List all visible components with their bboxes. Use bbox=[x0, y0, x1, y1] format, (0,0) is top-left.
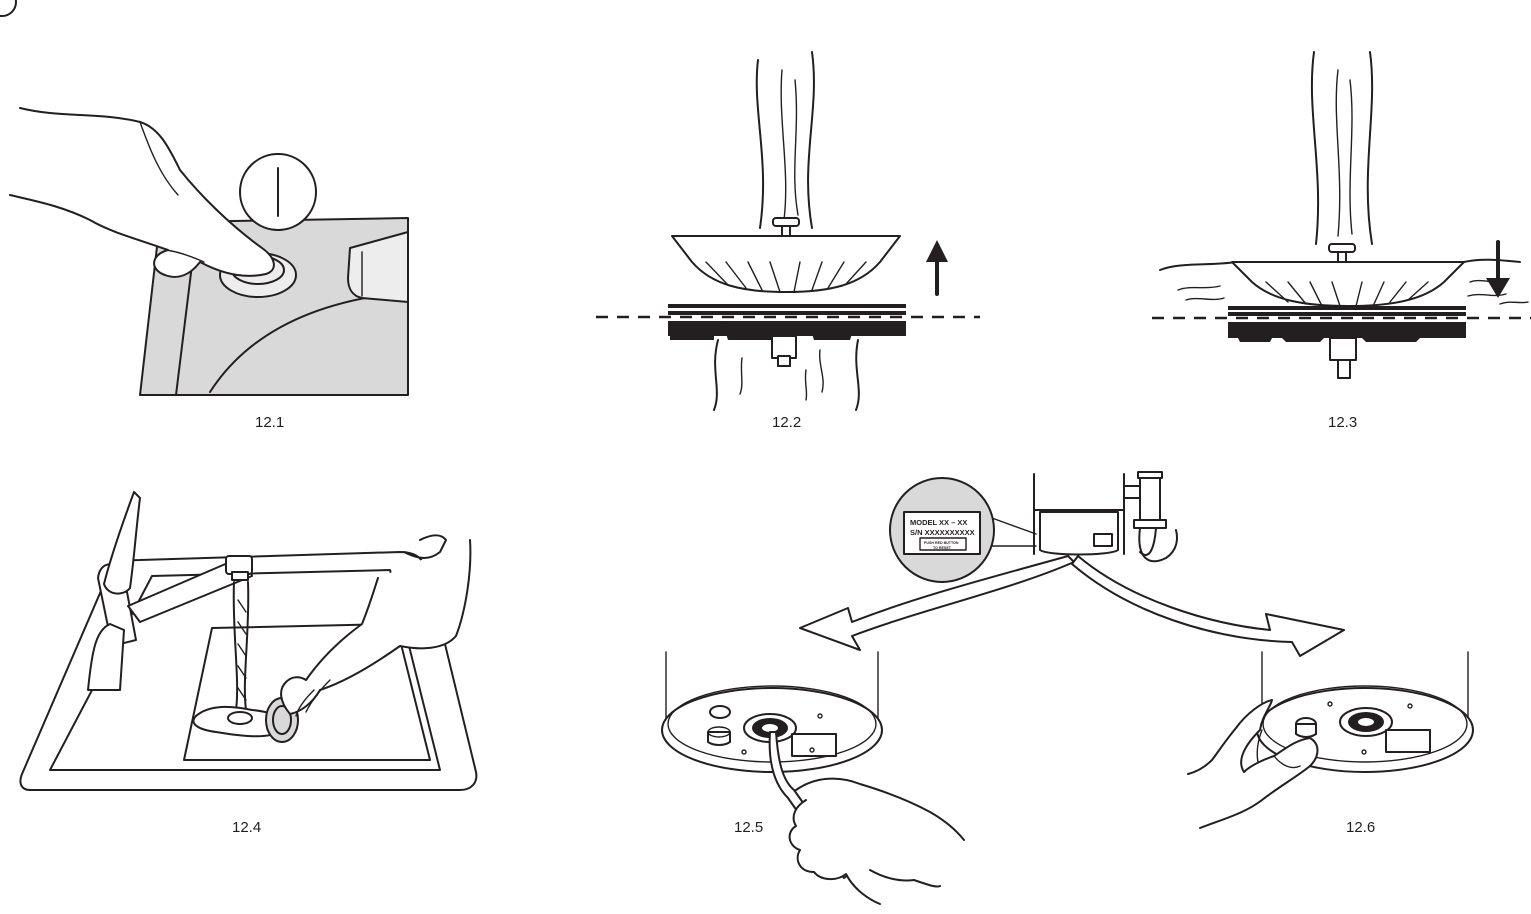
hand-pushing-reset bbox=[1187, 699, 1319, 829]
panel-12-1 bbox=[9, 107, 409, 396]
faucet-block bbox=[347, 231, 409, 303]
reset-plate-small bbox=[1093, 533, 1113, 547]
stopper-knob-2 bbox=[1328, 243, 1356, 253]
panel-12-4 bbox=[19, 491, 478, 791]
stopper-basket bbox=[671, 235, 901, 293]
figure-label-12-5: 12.5 bbox=[734, 819, 763, 836]
hand-turning-wrench bbox=[788, 777, 965, 905]
arrow-right-branch-icon bbox=[1071, 555, 1345, 657]
figure-label-12-2: 12.2 bbox=[772, 414, 801, 431]
reset-instruction-2: TO RESET bbox=[933, 546, 952, 550]
arm-rinsing bbox=[280, 539, 472, 715]
figure-label-12-6: 12.6 bbox=[1346, 819, 1375, 836]
stopper-basket-seated bbox=[1231, 261, 1465, 307]
panel-12-2 bbox=[596, 51, 980, 411]
sink-flange bbox=[668, 304, 906, 308]
page-corner-marker bbox=[0, 0, 17, 17]
arrow-down-icon bbox=[1486, 240, 1510, 298]
reset-instruction-1: PUSH RED BUTTON bbox=[924, 541, 959, 545]
model-plate-magnifier: MODEL XX – XX S/N XXXXXXXXXX PUSH RED BU… bbox=[889, 477, 995, 583]
figure-label-12-4: 12.4 bbox=[232, 819, 261, 836]
model-text: MODEL XX – XX bbox=[910, 518, 967, 527]
figure-label-12-1: 12.1 bbox=[255, 414, 284, 431]
panel-12-3 bbox=[1152, 51, 1531, 379]
arrow-up-icon bbox=[926, 240, 948, 296]
hand-pressing bbox=[9, 107, 275, 278]
figure-label-12-3: 12.3 bbox=[1328, 414, 1357, 431]
disposer-unit bbox=[799, 471, 1345, 657]
arrow-left-branch-icon bbox=[799, 555, 1075, 651]
panel-12-5 bbox=[661, 651, 965, 905]
panel-12-6 bbox=[1187, 651, 1474, 829]
stopper-knob bbox=[772, 217, 800, 227]
model-plate bbox=[903, 511, 981, 555]
serial-text: S/N XXXXXXXXXX bbox=[910, 528, 975, 537]
